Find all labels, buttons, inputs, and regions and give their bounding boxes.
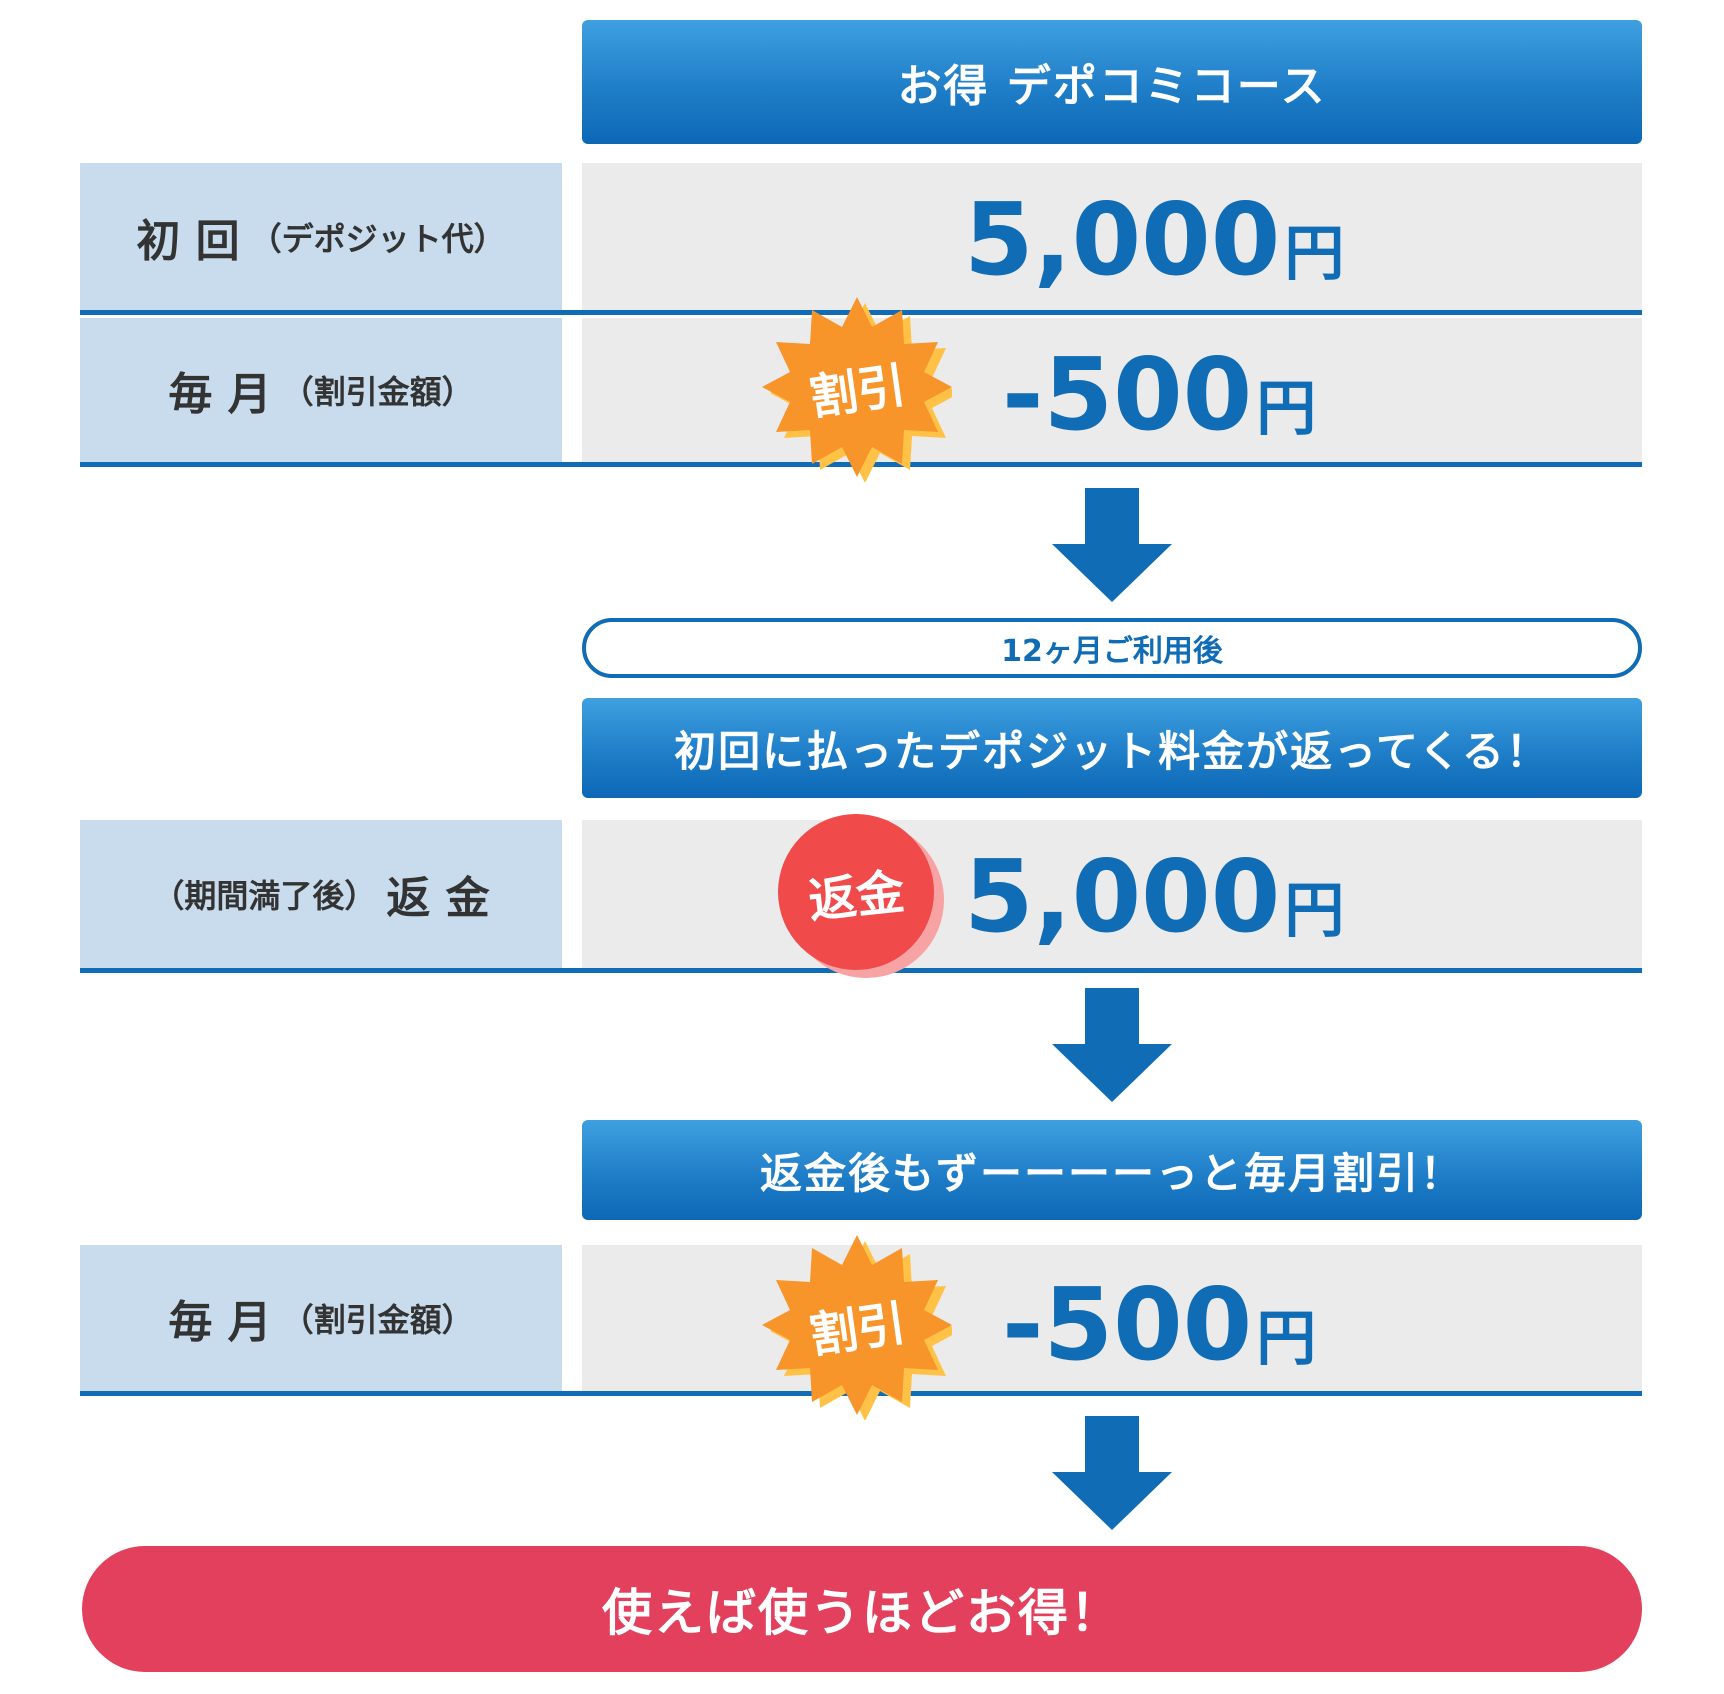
monthly-label: 毎 月 (168, 369, 272, 420)
initial-amount: 5,000 円 (964, 190, 1344, 290)
monthly-value-cell (582, 318, 1642, 462)
refund-amount-unit: 円 (1284, 876, 1345, 946)
forever-discount-text: 返金後もずーーーーっと毎月割引！ (759, 1148, 1464, 1198)
final-message-banner: 使えば使うほどお得！ (82, 1546, 1642, 1672)
monthly-amount-unit: 円 (1256, 374, 1317, 444)
monthly-label-cell-2: 毎 月 （割引金額） (80, 1245, 562, 1391)
course-title-banner: お得 デポコミコース (582, 20, 1642, 144)
refund-badge: 返金 (776, 812, 944, 980)
monthly-amount-number: -500 (1002, 336, 1253, 453)
monthly-amount-unit-2: 円 (1256, 1304, 1317, 1374)
discount-badge-2: 割引 (762, 1230, 960, 1421)
monthly-value-cell-2 (582, 1245, 1642, 1391)
refund-value-cell (582, 820, 1642, 968)
initial-label: 初 回 (136, 216, 240, 267)
circle-badge-icon (778, 814, 944, 978)
deposit-return-text: 初回に払ったデポジット料金が返ってくる！ (674, 726, 1550, 776)
final-message: 使えば使うほどお得！ (602, 1584, 1122, 1642)
down-arrow-icon (1052, 1416, 1172, 1530)
after-use-text: 12ヶ月ご利用後 (1001, 634, 1223, 669)
monthly-label-cell: 毎 月 （割引金額） (80, 318, 562, 462)
refund-label: 返 金 (386, 873, 490, 924)
refund-amount: 5,000 円 (964, 847, 1344, 947)
burst-icon (762, 297, 960, 483)
initial-amount-number: 5,000 (964, 181, 1281, 298)
deposit-return-banner: 初回に払ったデポジット料金が返ってくる！ (582, 698, 1642, 798)
refund-pre-label: （期間満了後） (152, 877, 377, 915)
monthly-amount-number-2: -500 (1002, 1266, 1253, 1383)
initial-value-cell (582, 163, 1642, 311)
down-arrow-icon (1052, 488, 1172, 602)
discount-badge-label: 割引 (806, 357, 910, 427)
refund-amount-number: 5,000 (964, 838, 1281, 955)
monthly-sub-label: （割引金額） (281, 373, 474, 411)
refund-label-cell: （期間満了後） 返 金 (80, 820, 562, 968)
monthly-sub-label-2: （割引金額） (281, 1301, 474, 1339)
refund-badge-label: 返金 (805, 864, 908, 930)
discount-badge-label-2: 割引 (806, 1295, 910, 1365)
course-title: お得 デポコミコース (897, 61, 1327, 112)
initial-label-cell: 初 回 （デポジット代） (80, 163, 562, 311)
monthly-label-2: 毎 月 (168, 1297, 272, 1348)
monthly-amount-2: -500 円 (1002, 1275, 1316, 1375)
initial-amount-unit: 円 (1284, 219, 1345, 289)
initial-sub-label: （デポジット代） (249, 220, 506, 258)
forever-discount-banner: 返金後もずーーーーっと毎月割引！ (582, 1120, 1642, 1220)
monthly-amount: -500 円 (1002, 345, 1316, 445)
burst-icon (762, 1235, 960, 1421)
discount-badge: 割引 (762, 292, 960, 483)
after-12-months-pill: 12ヶ月ご利用後 (582, 618, 1642, 678)
down-arrow-icon (1052, 988, 1172, 1102)
